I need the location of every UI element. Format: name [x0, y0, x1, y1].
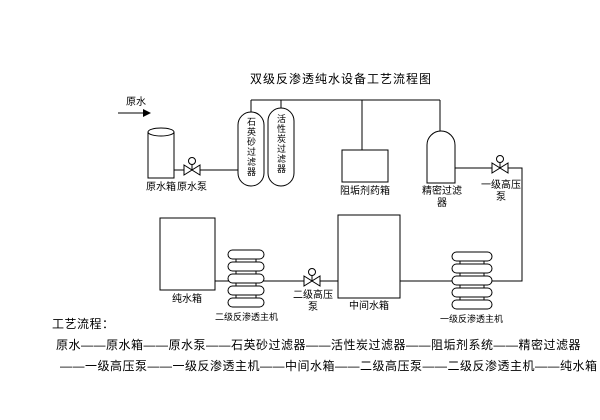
activated-carbon-filter-label: 活性炭过滤器 — [276, 114, 286, 174]
raw-water-tank-shape — [147, 127, 175, 179]
stage2-hp-pump-label: 二级高压泵 — [293, 290, 333, 313]
stage2-ro-host-shape — [227, 249, 265, 308]
precision-filter-shape — [426, 130, 456, 184]
raw-water-label: 原水 — [126, 97, 146, 108]
stage2-hp-pump-icon — [303, 268, 321, 287]
stage1-hp-pump-label: 一级高压泵 — [481, 180, 521, 203]
pure-water-tank-label: 纯水箱 — [172, 294, 202, 305]
raw-water-tank-label: 原水箱 — [146, 182, 176, 193]
stage1-ro-host-label: 一级反渗透主机 — [440, 314, 504, 324]
process-flow-line1: 原水——原水箱——原水泵——石英砂过滤器——活性炭过滤器——阻垢剂系统——精密过… — [56, 338, 582, 352]
antiscalant-dosing-tank-shape — [341, 149, 389, 183]
raw-water-pump-label: 原水泵 — [177, 182, 207, 193]
antiscalant-dosing-tank-label: 阻垢剂药箱 — [340, 186, 390, 197]
hp1-to-ro1-pipe — [455, 167, 523, 282]
stage2-ro-host-label: 二级反渗透主机 — [215, 312, 279, 322]
quartz-sand-filter-label: 石英砂过滤器 — [246, 117, 256, 177]
raw-water-pump-icon — [183, 157, 201, 176]
stage1-ro-host-shape — [451, 251, 493, 310]
raw-water-arrow-icon — [143, 109, 151, 117]
intermediate-tank-shape — [337, 214, 401, 299]
process-flow-line2: ——一级高压泵——一级反渗透主机——中间水箱——二级高压泵——二级反渗透主机——… — [60, 359, 598, 373]
stage1-hp-pump-icon — [491, 155, 509, 174]
precision-filter-label: 精密过滤器 — [422, 186, 462, 209]
quartz-sand-filter-shape — [237, 111, 265, 187]
activated-carbon-filter-shape — [267, 107, 295, 187]
intermediate-tank-label: 中间水箱 — [349, 301, 389, 312]
pure-water-tank-shape — [159, 217, 216, 291]
process-flow-heading: 工艺流程： — [52, 317, 115, 331]
diagram-title: 双级反渗透纯水设备工艺流程图 — [250, 72, 433, 86]
